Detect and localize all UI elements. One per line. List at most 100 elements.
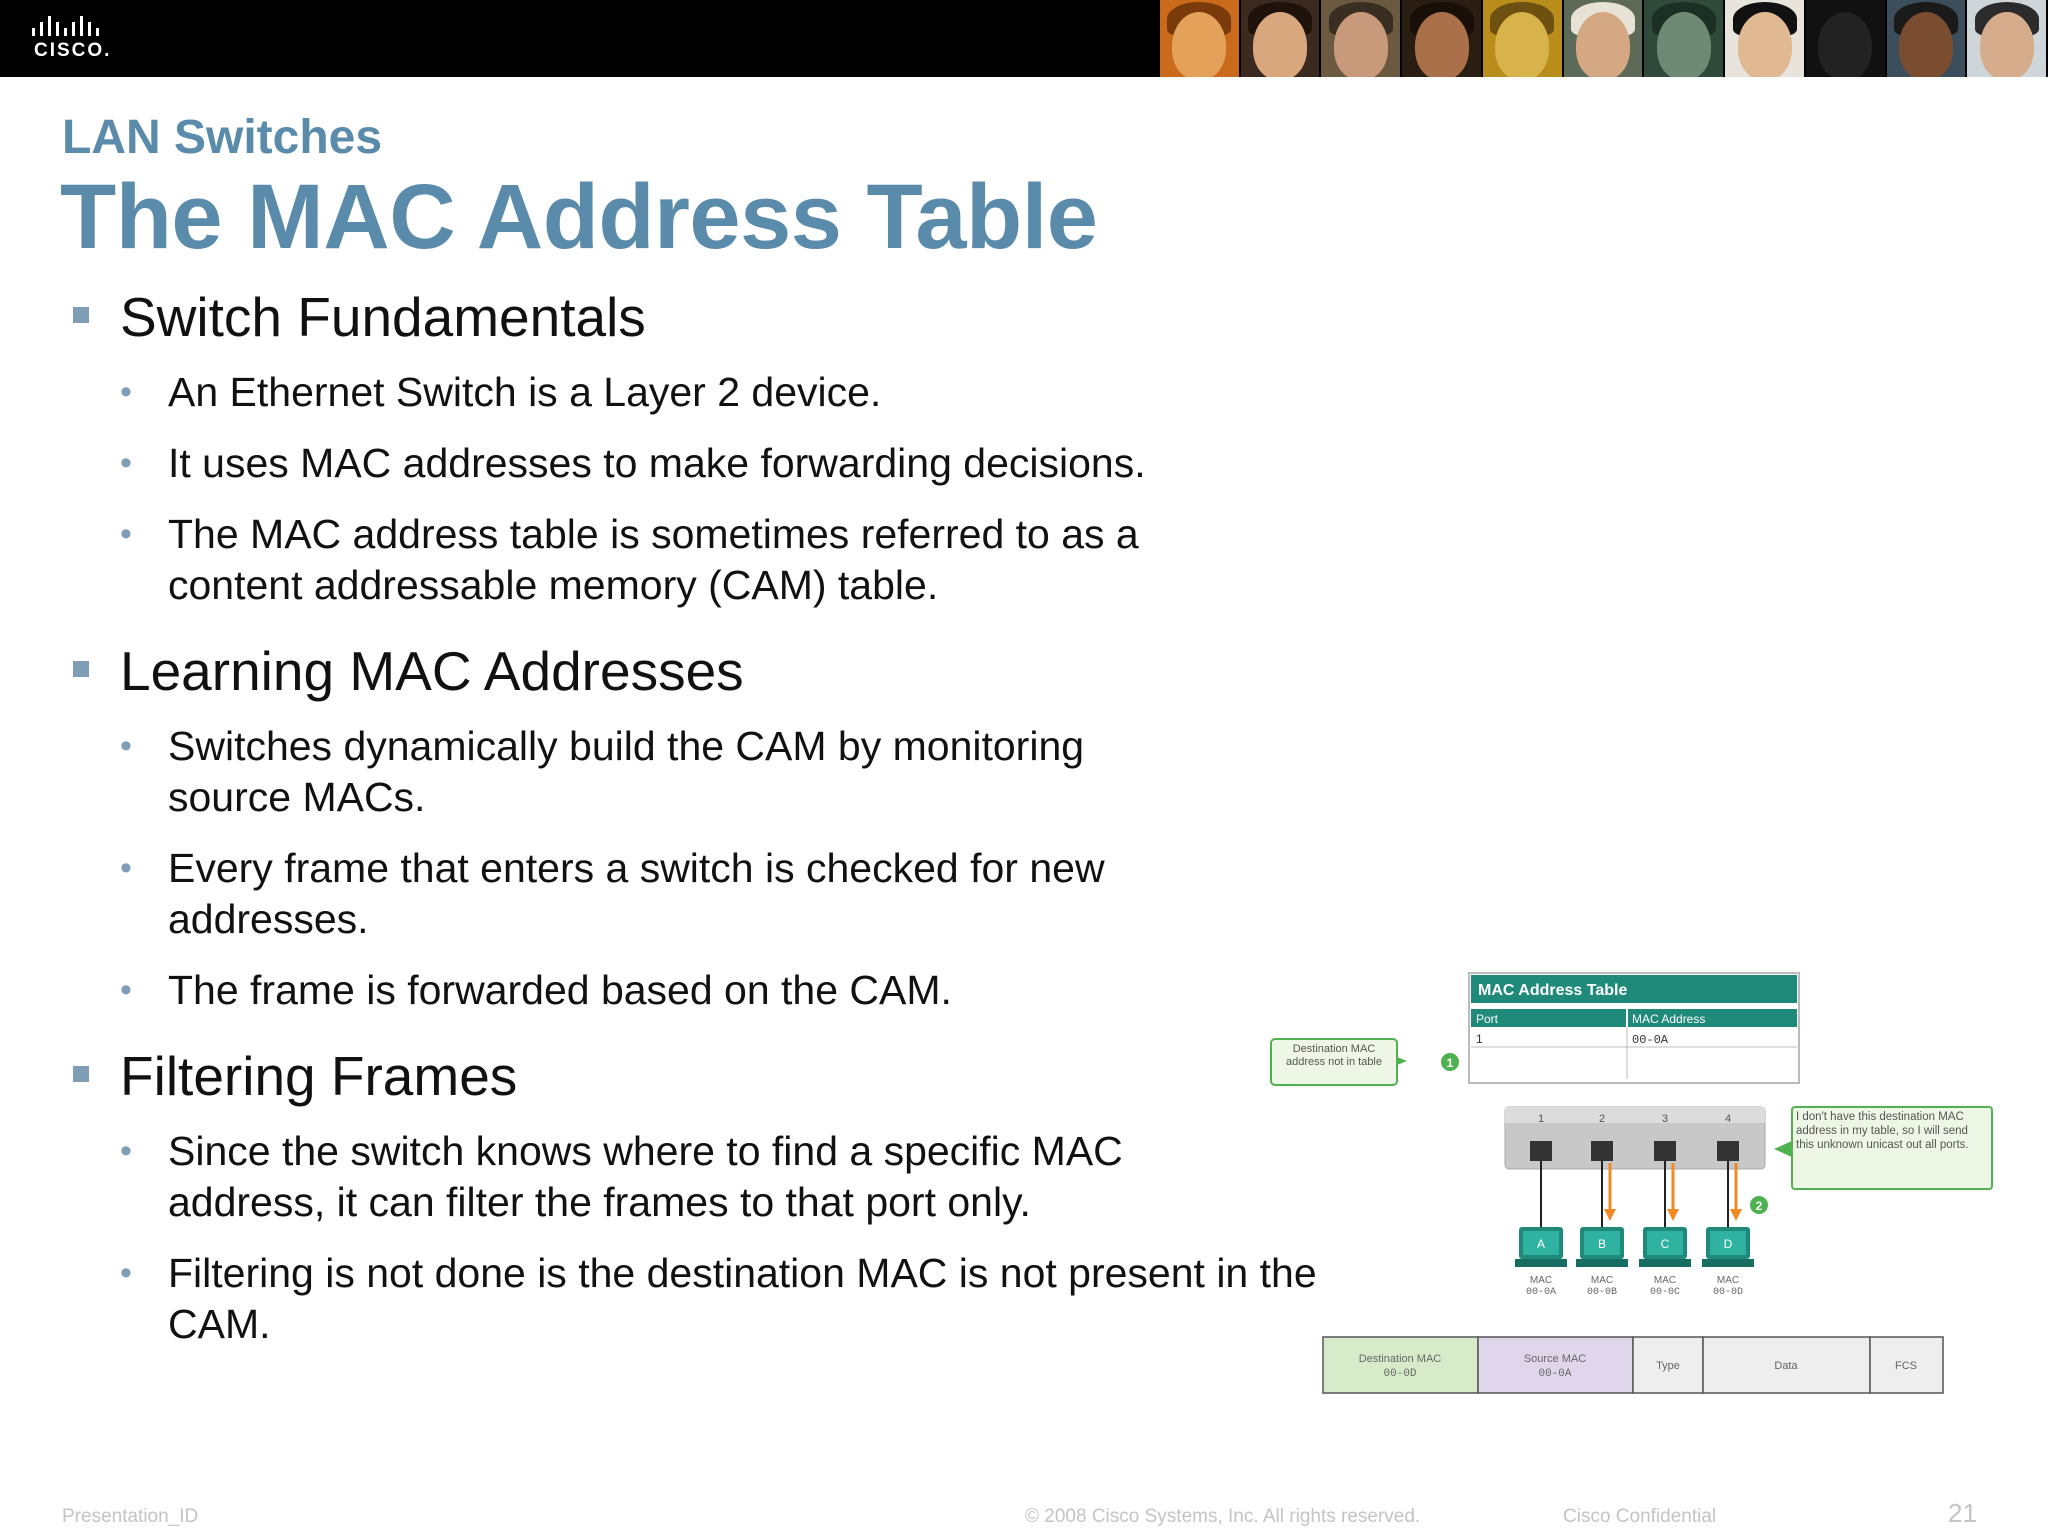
- step-two-label: 2: [1756, 1199, 1763, 1213]
- host-mac-value: 00-0C: [1650, 1287, 1680, 1298]
- dot-bullet-icon: •: [120, 971, 132, 1009]
- frame-src-label: Source MAC: [1524, 1353, 1586, 1365]
- host-mac-value: 00-0A: [1526, 1287, 1556, 1298]
- port-col-label: Port: [1476, 1012, 1499, 1026]
- host-mac-label: MAC: [1717, 1275, 1739, 1286]
- bullet-text: The MAC address table is sometimes refer…: [168, 511, 1139, 608]
- switch: [1504, 1106, 1766, 1170]
- photo-face: [1253, 12, 1308, 77]
- dot-bullet-icon: •: [120, 515, 132, 553]
- photo-chalkboard: [1644, 0, 1726, 77]
- host-mac-label: MAC: [1591, 1275, 1613, 1286]
- dot-bullet-icon: •: [120, 444, 132, 482]
- port-number-label: 4: [1725, 1113, 1731, 1125]
- frame-src-value: 00-0A: [1538, 1368, 1571, 1380]
- host-mac-value: 00-0D: [1713, 1287, 1743, 1298]
- header-bar: CISCO.: [0, 0, 2048, 77]
- host-keyboard: [1639, 1259, 1691, 1267]
- bullet-item: • Filtering is not done is the destinati…: [70, 1248, 1330, 1350]
- bullet-item: • The frame is forwarded based on the CA…: [70, 965, 1330, 1016]
- frame-type-field: [1632, 1336, 1704, 1394]
- photo-yellow-circuit: [1482, 0, 1564, 77]
- bullet-text: An Ethernet Switch is a Layer 2 device.: [168, 369, 882, 415]
- bullet-item: • Switches dynamically build the CAM by …: [70, 721, 1200, 823]
- frame-fcs-label: FCS: [1895, 1360, 1917, 1372]
- callout-left-text: Destination MAC address not in table: [1285, 1043, 1382, 1068]
- photo-smiling-woman: [1402, 0, 1483, 77]
- cisco-logo: CISCO.: [30, 14, 120, 64]
- photo-face: [1979, 12, 2034, 77]
- step-one-label: 1: [1447, 1056, 1454, 1070]
- photo-strip: [1160, 0, 2048, 77]
- dot-bullet-icon: •: [120, 1132, 132, 1170]
- section-heading: Switch Fundamentals: [70, 285, 1330, 349]
- flood-arrow-icon: [1730, 1209, 1742, 1221]
- photo-face: [1898, 12, 1953, 77]
- photo-face: [1656, 12, 1711, 77]
- bullet-text: It uses MAC addresses to make forwarding…: [168, 440, 1146, 486]
- photo-face: [1172, 12, 1227, 77]
- port-number-label: 3: [1662, 1113, 1668, 1125]
- host-screen: [1710, 1231, 1746, 1255]
- section-heading: Learning MAC Addresses: [70, 639, 1330, 703]
- footer-copyright: © 2008 Cisco Systems, Inc. All rights re…: [1025, 1506, 1421, 1527]
- cisco-bridge-icon: [32, 16, 99, 36]
- callout-right: I don't have this destination MAC addres…: [1750, 1106, 1993, 1214]
- switch-port: [1717, 1141, 1739, 1161]
- photo-face: [1576, 12, 1631, 77]
- table-row-mac: 00-0A: [1632, 1033, 1669, 1047]
- frame-data-field: [1702, 1336, 1871, 1394]
- table-title: MAC Address Table: [1478, 982, 1627, 999]
- switch-port: [1530, 1141, 1552, 1161]
- square-bullet-icon: [73, 1066, 89, 1082]
- host-keyboard: [1576, 1259, 1628, 1267]
- ethernet-frame: Destination MAC 00-0D Source MAC 00-0A T…: [1322, 1336, 1944, 1394]
- frame-dest-value: 00-0D: [1383, 1368, 1416, 1380]
- mac-address-table: MAC Address Table Port MAC Address 1 00-…: [1468, 972, 1800, 1084]
- dot-bullet-icon: •: [120, 727, 132, 765]
- footer-presentation-id: Presentation_ID: [62, 1506, 199, 1527]
- host-mac-label: MAC: [1654, 1275, 1676, 1286]
- photo-woman-portrait: [1240, 0, 1322, 77]
- host-keyboard: [1702, 1259, 1754, 1267]
- square-bullet-icon: [73, 661, 89, 677]
- frame-dest-label: Destination MAC: [1359, 1353, 1442, 1365]
- switch-port: [1591, 1141, 1613, 1161]
- mac-col-label: MAC Address: [1632, 1012, 1705, 1026]
- bullet-item: • It uses MAC addresses to make forwardi…: [70, 438, 1330, 489]
- cisco-wordmark: CISCO.: [34, 40, 112, 61]
- bullet-text: Filtering is not done is the destination…: [168, 1250, 1317, 1347]
- diagram-svg: MAC Address Table Port MAC Address 1 00-…: [1270, 972, 1993, 1394]
- photo-face: [1414, 12, 1469, 77]
- photo-man-thinking: [1321, 0, 1403, 77]
- photo-man-cap: [1967, 0, 2048, 77]
- footer-confidential: Cisco Confidential: [1563, 1506, 1717, 1527]
- port-col-header: [1471, 1009, 1626, 1027]
- table-header-bar: [1471, 975, 1797, 1003]
- host-mac-value: 00-0B: [1587, 1287, 1617, 1298]
- step-one-badge: [1441, 1053, 1459, 1071]
- section-heading-text: Filtering Frames: [120, 1045, 518, 1107]
- host-screen: [1647, 1231, 1683, 1255]
- bullet-text: Switches dynamically build the CAM by mo…: [168, 723, 1085, 820]
- square-bullet-icon: [73, 307, 89, 323]
- photo-woman-headscarf: [1563, 0, 1645, 77]
- slide-subtitle: LAN Switches: [62, 111, 383, 164]
- mac-col-header: [1628, 1009, 1797, 1027]
- host-screen: [1584, 1231, 1620, 1255]
- dot-bullet-icon: •: [120, 849, 132, 887]
- photo-face: [1818, 12, 1873, 77]
- frame-src-field: [1477, 1336, 1634, 1394]
- photo-face: [1333, 12, 1388, 77]
- mac-table-diagram: MAC Address Table Port MAC Address 1 00-…: [1262, 965, 2002, 1405]
- switch-port: [1654, 1141, 1676, 1161]
- host-letter: D: [1724, 1237, 1733, 1251]
- bullet-text: Since the switch knows where to find a s…: [168, 1128, 1123, 1225]
- photo-face: [1495, 12, 1550, 77]
- dot-bullet-icon: •: [120, 1254, 132, 1292]
- section-heading: Filtering Frames: [70, 1044, 1330, 1108]
- slide-title: The MAC Address Table: [60, 166, 1098, 268]
- bullet-item: • An Ethernet Switch is a Layer 2 device…: [70, 367, 1330, 418]
- callout-left: Destination MAC address not in table 1: [1270, 1038, 1459, 1086]
